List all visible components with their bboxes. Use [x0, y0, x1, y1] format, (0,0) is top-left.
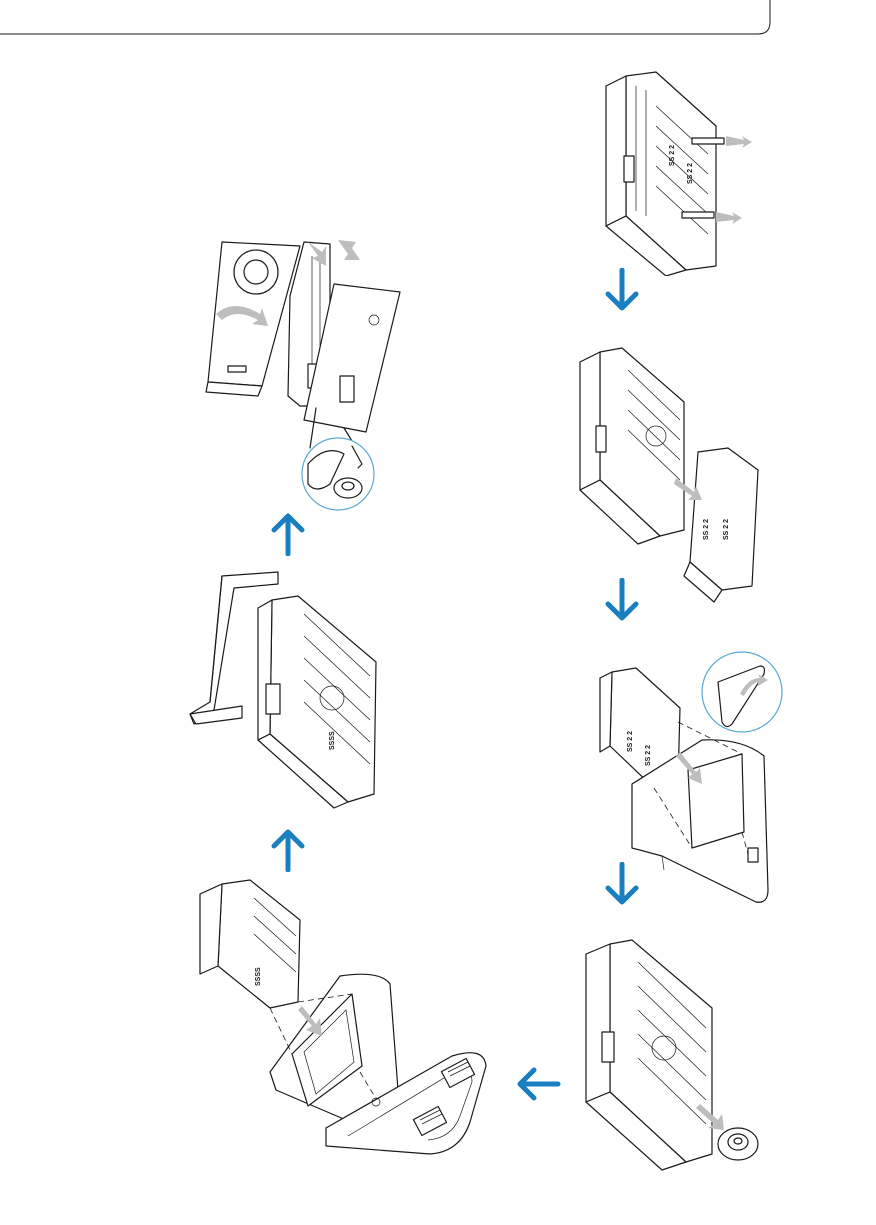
- radio-and-sleeve-icon: SS 2 2 SS 2 2: [572, 340, 772, 610]
- radio-with-bolts-icon: SS 2 2 SS 2 2: [596, 66, 766, 276]
- arrow-up-1: [270, 826, 306, 872]
- svg-text:SS 2 2: SS 2 2: [723, 519, 730, 540]
- radio-into-dash-icon: SSSS: [190, 876, 490, 1166]
- svg-text:SSSS: SSSS: [255, 967, 262, 986]
- svg-text:SS 2 2: SS 2 2: [703, 519, 710, 540]
- svg-text:SS 2 2: SS 2 2: [687, 163, 694, 184]
- figure-attach-trim-frame: SSSS: [186, 570, 386, 810]
- arrow-down-3: [604, 862, 640, 908]
- front-panel-attach-icon: [204, 236, 414, 516]
- radio-with-trim-frame-icon: SSSS: [186, 570, 386, 810]
- svg-text:SS 2 2: SS 2 2: [645, 745, 652, 766]
- figure-remove-sleeve: SS 2 2 SS 2 2: [572, 340, 772, 610]
- svg-text:SSSS: SSSS: [329, 731, 336, 750]
- arrow-down-1: [604, 268, 640, 314]
- figure-remove-rear-bolts: SS 2 2 SS 2 2: [596, 66, 766, 276]
- svg-text:SS 2 2: SS 2 2: [669, 145, 676, 166]
- arrow-up-2: [270, 510, 306, 556]
- figure-slide-radio-into-dash: SSSS: [190, 876, 490, 1166]
- svg-text:SS 2 2: SS 2 2: [627, 731, 634, 752]
- figure-attach-front-panel: [204, 236, 414, 516]
- arrow-down-2: [604, 578, 640, 624]
- radio-with-bushing-icon: [572, 932, 772, 1172]
- arrow-left-1: [512, 1066, 562, 1102]
- figure-insert-rubber-bushing: [572, 932, 772, 1172]
